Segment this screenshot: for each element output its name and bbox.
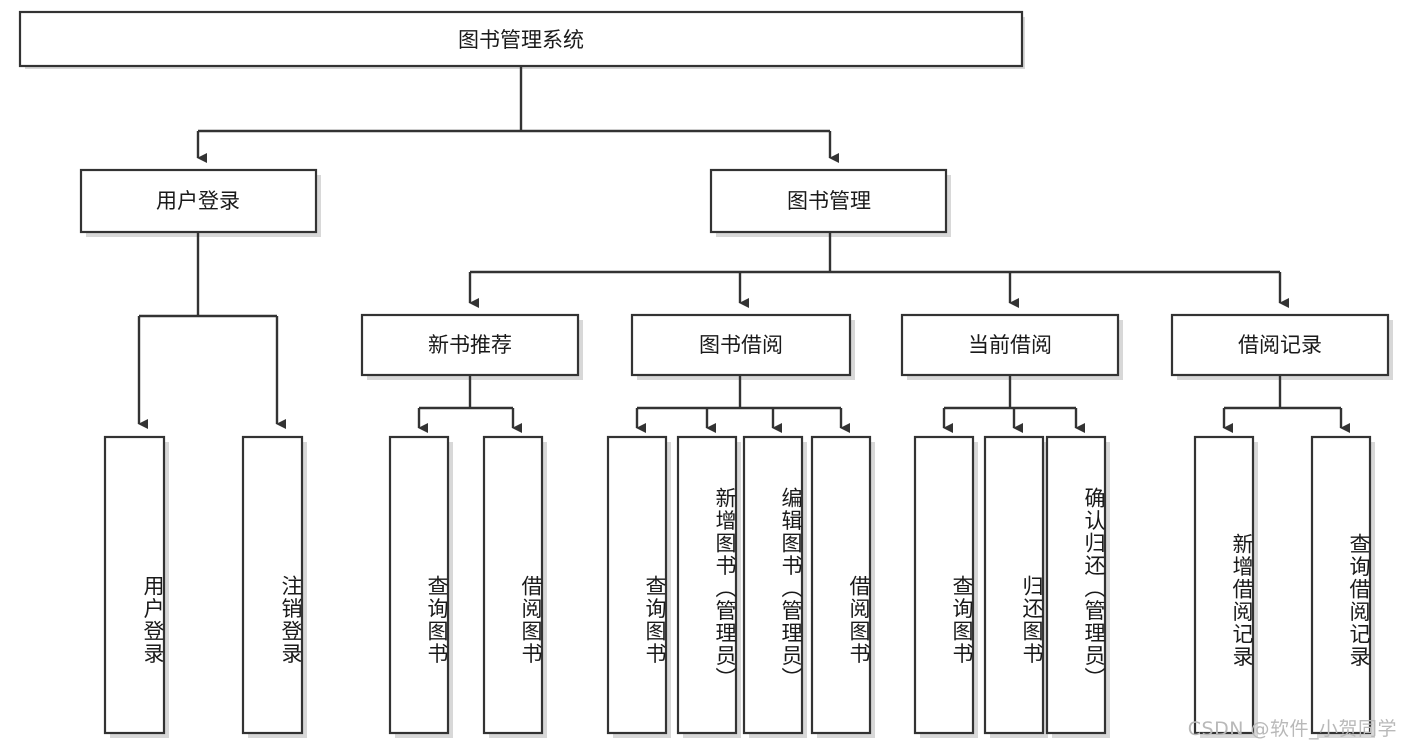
node-book-borrow-box[interactable] <box>630 313 852 377</box>
node-user-login-box[interactable] <box>79 168 318 234</box>
leaf-box-record-query[interactable] <box>1310 435 1372 735</box>
node-borrow-record-label: 借阅记录 <box>1238 333 1322 357</box>
node-book-manage-box[interactable] <box>709 168 948 234</box>
leaf-box-recommend-query-book[interactable] <box>388 435 450 735</box>
leaf-box-borrow-edit-book[interactable] <box>742 435 804 735</box>
leaf-box-current-confirm-return[interactable] <box>1045 435 1107 735</box>
node-user-login-label: 用户登录 <box>156 189 240 213</box>
node-book-borrow-label: 图书借阅 <box>699 333 783 357</box>
leaf-box-current-return-book[interactable] <box>983 435 1045 735</box>
node-new-book-recommend-label: 新书推荐 <box>428 333 512 357</box>
csdn-watermark: CSDN @软件_小贺同学 <box>1187 718 1397 740</box>
node-book-manage-label: 图书管理 <box>787 189 871 213</box>
leaf-box-borrow-borrow-book[interactable] <box>810 435 872 735</box>
leaf-box-record-add[interactable] <box>1193 435 1255 735</box>
node-borrow-record-box[interactable] <box>1170 313 1390 377</box>
node-current-borrow-box[interactable] <box>900 313 1120 377</box>
connector-lines <box>137 66 1350 433</box>
leaf-box-current-query-book[interactable] <box>913 435 975 735</box>
node-root-box[interactable] <box>18 10 1024 68</box>
node-current-borrow-label: 当前借阅 <box>968 333 1052 357</box>
leaf-box-borrow-add-book[interactable] <box>676 435 738 735</box>
node-root-label: 图书管理系统 <box>458 28 584 52</box>
node-new-book-recommend-box[interactable] <box>360 313 580 377</box>
leaf-box-user-login[interactable] <box>103 435 166 735</box>
leaf-box-recommend-borrow-book[interactable] <box>482 435 544 735</box>
leaf-box-borrow-query-book[interactable] <box>606 435 668 735</box>
leaf-box-user-logout[interactable] <box>241 435 304 735</box>
